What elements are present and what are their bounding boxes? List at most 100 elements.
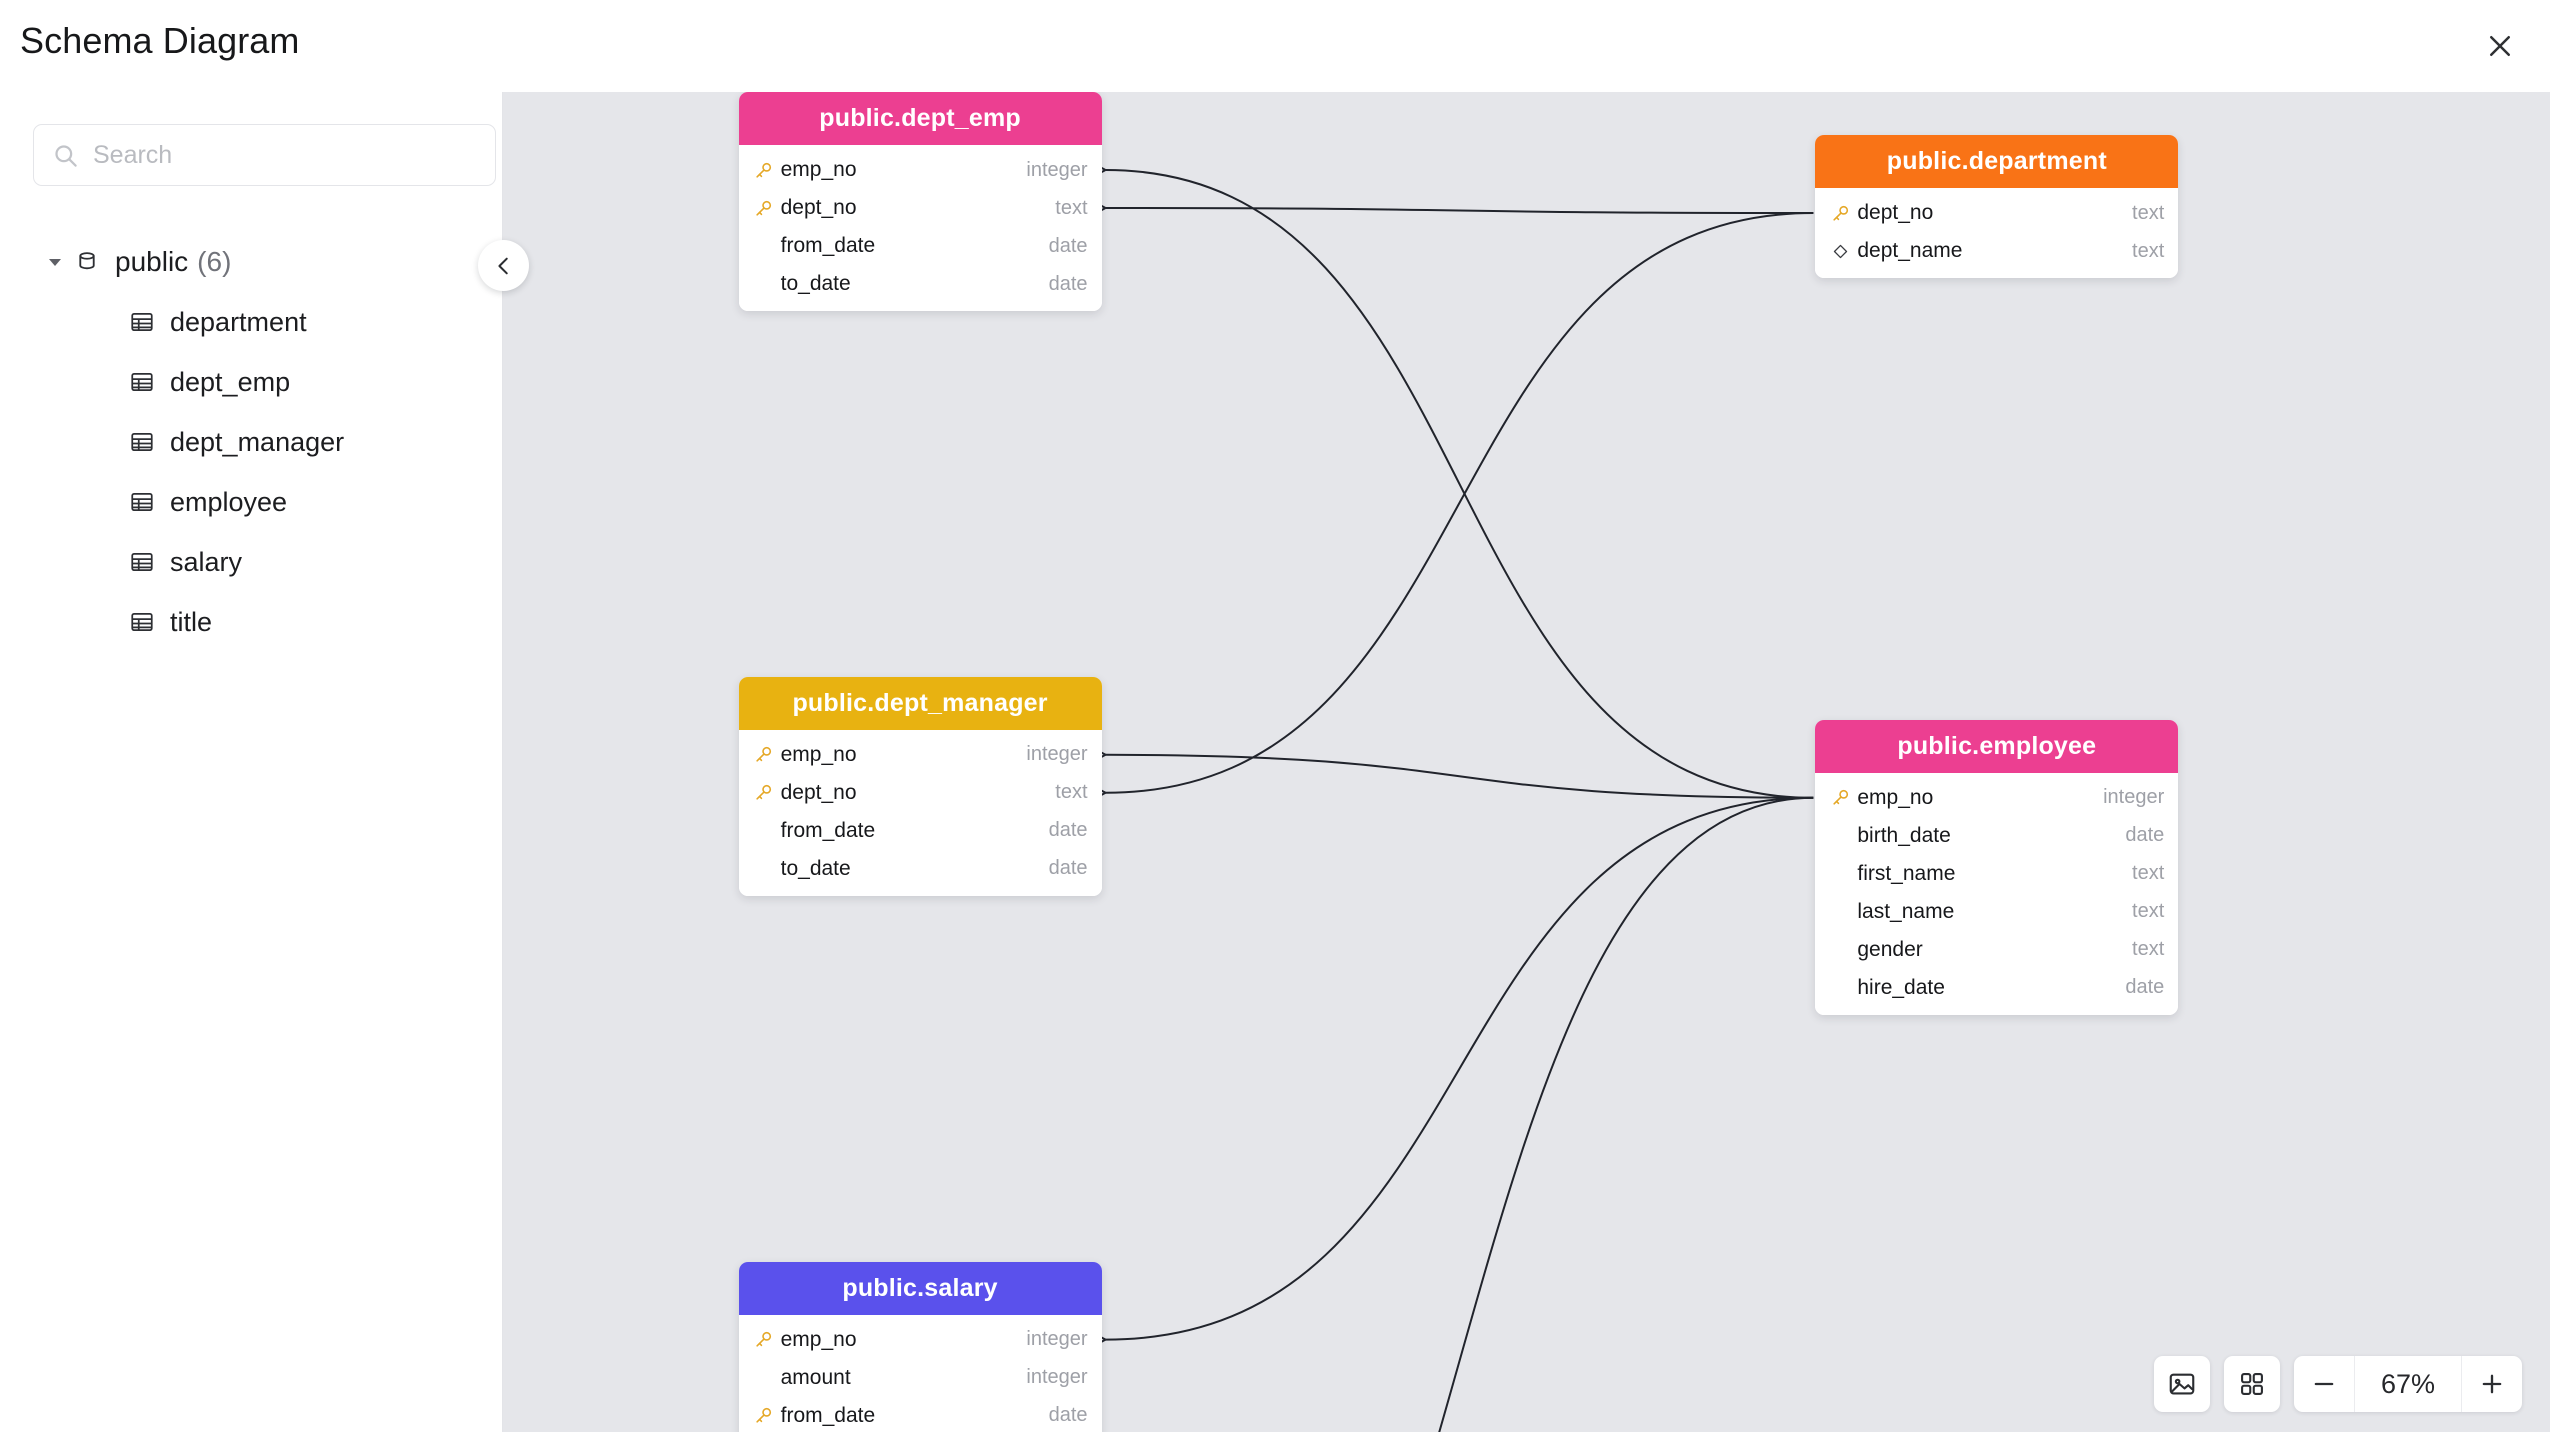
primary-key-icon — [1833, 790, 1848, 805]
zoom-level-label[interactable]: 67% — [2354, 1356, 2462, 1412]
sidebar-item-label: dept_manager — [170, 426, 345, 457]
table-node-title: public.department — [1815, 135, 2179, 188]
table-icon — [128, 308, 156, 336]
minus-icon — [2314, 1382, 2334, 1386]
column-key-slot — [1827, 243, 1853, 260]
column-key-slot — [751, 161, 777, 180]
column-name: emp_no — [780, 742, 857, 766]
caret-down-icon[interactable] — [44, 251, 66, 273]
primary-key-icon — [756, 200, 772, 216]
image-icon — [2169, 1373, 2195, 1395]
column-name: hire_date — [1857, 975, 1945, 999]
column-type: date — [1048, 234, 1088, 257]
column-type: text — [2132, 862, 2165, 885]
sidebar-collapse-button[interactable] — [478, 240, 529, 291]
column-name: to_date — [780, 272, 851, 295]
column-name: emp_no — [780, 1327, 857, 1351]
column-name: first_name — [1857, 861, 1956, 885]
column-type: integer — [1026, 158, 1088, 181]
column-name: dept_no — [1857, 201, 1934, 224]
primary-key-icon — [1833, 205, 1848, 221]
relationship-edge — [1105, 207, 1814, 214]
column-name: gender — [1857, 937, 1923, 961]
table-node-title: public.dept_manager — [738, 676, 1102, 730]
table-icon — [128, 428, 156, 456]
table-icon — [128, 488, 156, 516]
search-box[interactable] — [33, 124, 496, 186]
tree-schema-public[interactable]: public (6) — [0, 232, 503, 292]
column-name: dept_name — [1857, 239, 1963, 262]
zoom-in-button[interactable] — [2462, 1356, 2522, 1412]
column-key-slot — [1827, 788, 1853, 807]
table-icon — [128, 548, 156, 576]
sidebar-item-salary[interactable]: salary — [0, 532, 503, 592]
column-type: text — [2132, 900, 2165, 923]
search-input[interactable] — [93, 125, 477, 185]
layout-grid-button[interactable] — [2224, 1356, 2280, 1412]
sidebar-item-label: salary — [170, 546, 243, 577]
sidebar-item-label: employee — [170, 486, 288, 517]
relationship-edge — [1105, 212, 1814, 794]
column-key-slot — [751, 745, 777, 764]
column-name: to_date — [780, 856, 851, 880]
sidebar-item-employee[interactable]: employee — [0, 472, 503, 532]
column-type: integer — [1026, 1366, 1088, 1389]
close-button[interactable] — [2472, 18, 2528, 74]
table-column-row[interactable]: first_name text — [1815, 855, 2178, 893]
table-column-row[interactable]: last_name text — [1815, 893, 2178, 931]
sidebar-item-dept_manager[interactable]: dept_manager — [0, 412, 503, 472]
column-name: last_name — [1857, 899, 1955, 923]
sidebar-item-department[interactable]: department — [0, 292, 503, 352]
page-title: Schema Diagram — [20, 20, 300, 61]
relationship-edges — [1088, 160, 1814, 1432]
sidebar-item-dept_emp[interactable]: dept_emp — [0, 352, 503, 412]
table-node-title: public.dept_emp — [738, 92, 1102, 145]
table-icon — [128, 368, 156, 396]
zoom-out-button[interactable] — [2294, 1356, 2354, 1412]
zoom-control-group: 67% — [2294, 1356, 2522, 1412]
relationship-edge — [1105, 796, 1814, 1341]
plus-icon — [2482, 1374, 2502, 1394]
primary-key-icon — [756, 747, 772, 762]
column-name: birth_date — [1857, 823, 1951, 847]
export-image-button[interactable] — [2154, 1356, 2210, 1412]
sidebar-item-title[interactable]: title — [0, 592, 503, 652]
search-icon — [52, 142, 79, 169]
search-container — [33, 124, 496, 186]
header-bar: Schema Diagram — [0, 0, 2550, 92]
grid-icon — [2241, 1373, 2263, 1395]
column-key-slot — [1827, 204, 1853, 223]
sidebar-item-label: title — [170, 606, 213, 637]
database-icon — [72, 247, 102, 277]
column-key-slot — [751, 199, 777, 218]
